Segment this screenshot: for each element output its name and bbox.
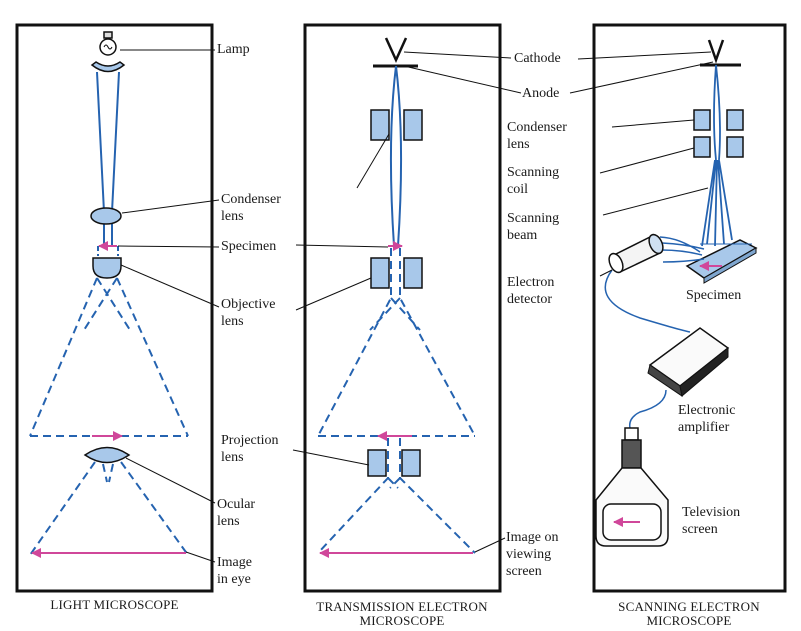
light-beam bbox=[96, 71, 120, 245]
objective-label-line1: Objective bbox=[221, 297, 276, 312]
tem-leaders bbox=[292, 133, 506, 553]
tem-condenser-lens-left bbox=[370, 109, 390, 141]
scanning-beam-label-line2: beam bbox=[507, 228, 538, 243]
sem-scanning-coil-right bbox=[726, 136, 744, 158]
ocular-lens-icon bbox=[83, 446, 131, 464]
lamp-icon bbox=[90, 31, 126, 73]
sem-panel bbox=[592, 23, 787, 593]
projection-label-line2: lens bbox=[221, 450, 244, 465]
detector-cable bbox=[604, 269, 691, 333]
tem-objective-lens-left bbox=[370, 257, 390, 289]
sem-caption-line2: MICROSCOPE bbox=[646, 613, 732, 628]
television-label-line2: screen bbox=[682, 522, 718, 537]
ocular-label-line2: lens bbox=[217, 514, 240, 529]
objective-beam bbox=[29, 277, 189, 437]
projection-label-line1: Projection bbox=[221, 433, 279, 448]
objective-lens-icon bbox=[92, 257, 122, 279]
ocular-label-line1: Ocular bbox=[217, 497, 256, 512]
lamp-label: Lamp bbox=[217, 42, 250, 57]
scanning-beam-label-line1: Scanning bbox=[507, 211, 560, 226]
tem-panel bbox=[303, 23, 502, 593]
electron-detector-label-line2: detector bbox=[507, 292, 553, 307]
tem-image-label-line3: screen bbox=[506, 564, 542, 579]
light-condenser-label-line2: lens bbox=[221, 209, 244, 224]
tem-cathode-icon bbox=[384, 37, 408, 64]
electron-detector-label-line1: Electron bbox=[507, 275, 555, 290]
sem-specimen-stage bbox=[685, 239, 758, 284]
sem-condenser-label-line1: Condenser bbox=[507, 120, 567, 135]
light-leaders bbox=[117, 49, 220, 563]
scanning-coil-label-line2: coil bbox=[507, 182, 528, 197]
ocular-beam bbox=[29, 461, 189, 556]
scanning-coil-label-line1: Scanning bbox=[507, 165, 560, 180]
light-microscope-caption: LIGHT MICROSCOPE bbox=[50, 597, 179, 612]
tem-projection-lens-left bbox=[367, 449, 387, 477]
tem-drawing bbox=[292, 37, 506, 558]
tem-projection-beam bbox=[317, 438, 476, 554]
tem-objective-beam bbox=[317, 248, 476, 437]
tem-caption-line2: MICROSCOPE bbox=[359, 613, 445, 628]
sem-beam bbox=[701, 64, 733, 247]
sem-caption-line1: SCANNING ELECTRON bbox=[618, 599, 760, 614]
television-label-line1: Television bbox=[682, 505, 741, 520]
tem-beam-upper bbox=[389, 65, 403, 247]
tem-condenser-lens-right bbox=[403, 109, 423, 141]
sem-leaders bbox=[403, 51, 714, 277]
tem-image-label-line1: Image on bbox=[506, 530, 559, 545]
image-in-eye-label-line1: Image bbox=[217, 555, 252, 570]
sem-condenser-label-line2: lens bbox=[507, 137, 530, 152]
tem-projection-lens-right bbox=[401, 449, 421, 477]
condenser-lens-icon bbox=[90, 207, 122, 225]
light-microscope-drawing bbox=[29, 31, 220, 563]
amplifier-label-line2: amplifier bbox=[678, 420, 730, 435]
tem-objective-lens-right bbox=[403, 257, 423, 289]
electronic-amplifier-icon bbox=[647, 327, 730, 398]
sem-condenser-lens-left bbox=[693, 109, 711, 131]
image-in-eye-label-line2: in eye bbox=[217, 572, 251, 587]
sem-scanning-coil-left bbox=[693, 136, 711, 158]
light-microscope-panel bbox=[15, 23, 214, 593]
sem-drawing bbox=[403, 39, 758, 547]
sem-cathode-icon bbox=[707, 39, 725, 64]
specimen-label: Specimen bbox=[221, 239, 277, 254]
sem-specimen-label: Specimen bbox=[686, 288, 742, 303]
sem-condenser-lens-right bbox=[726, 109, 744, 131]
amplifier-cable bbox=[628, 389, 667, 429]
anode-label: Anode bbox=[522, 86, 560, 101]
sem-signal-electrons bbox=[659, 236, 705, 263]
television-screen-icon bbox=[595, 427, 669, 547]
light-condenser-label-line1: Condenser bbox=[221, 192, 281, 207]
tem-caption-line1: TRANSMISSION ELECTRON bbox=[316, 599, 488, 614]
objective-label-line2: lens bbox=[221, 314, 244, 329]
cathode-label: Cathode bbox=[514, 51, 561, 66]
tem-image-label-line2: viewing bbox=[506, 547, 552, 562]
electron-detector-icon bbox=[608, 233, 664, 274]
amplifier-label-line1: Electronic bbox=[678, 403, 736, 418]
